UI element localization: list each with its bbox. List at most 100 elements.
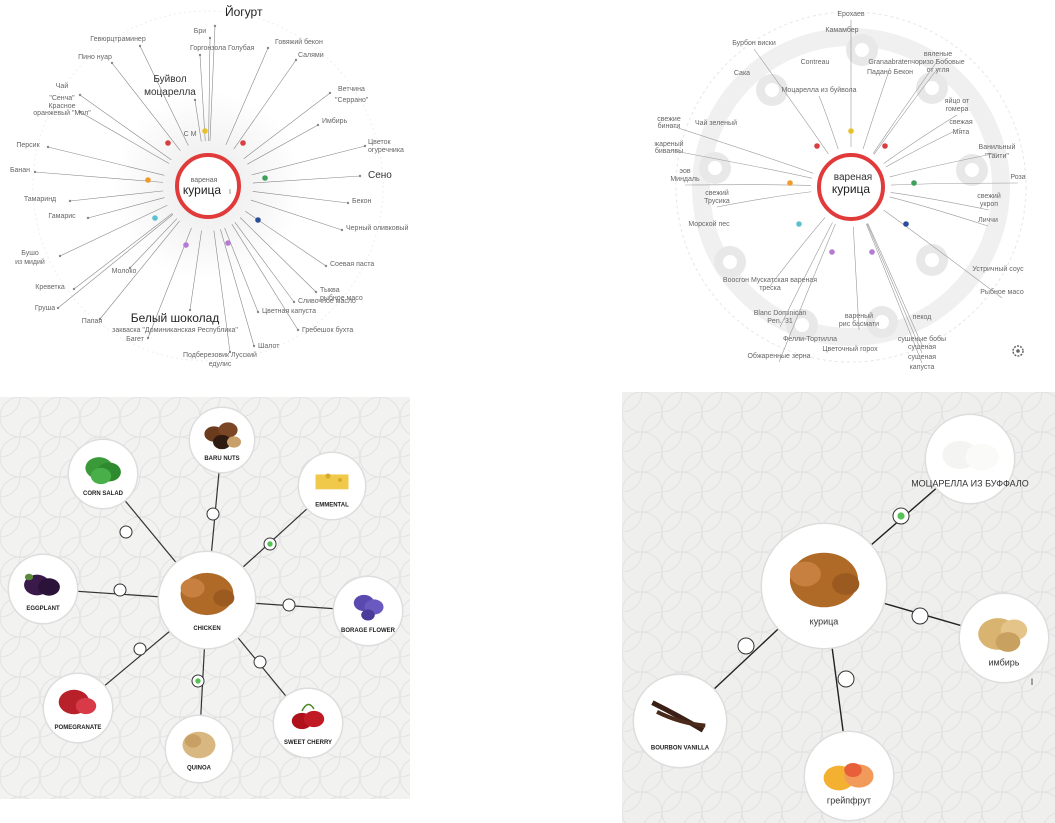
- connector-line: [239, 217, 317, 293]
- flavor-label: жареный: [654, 140, 683, 148]
- category-dot[interactable]: [183, 242, 189, 248]
- category-dot[interactable]: [262, 175, 268, 181]
- settings-gear-icon[interactable]: [1012, 345, 1024, 357]
- category-dot[interactable]: [202, 128, 208, 134]
- connector-line: [889, 196, 989, 227]
- connector-node[interactable]: [206, 507, 220, 521]
- category-dot[interactable]: [903, 221, 909, 227]
- category-dot[interactable]: [255, 217, 261, 223]
- connector-node[interactable]: [253, 655, 267, 669]
- connector-node[interactable]: [113, 583, 127, 597]
- connector-end-dot: [98, 317, 102, 321]
- flavor-label: Бурбон виски: [732, 39, 776, 47]
- gear-icon[interactable]: [1012, 345, 1024, 357]
- connector-node[interactable]: [133, 642, 147, 656]
- connector-end-dot: [358, 174, 362, 178]
- category-dot[interactable]: [848, 128, 854, 134]
- flavor-label: Пино нуар: [78, 54, 112, 61]
- category-dot[interactable]: [152, 215, 158, 221]
- connector-line: [865, 223, 923, 364]
- connector-line: [668, 124, 814, 174]
- mozzarella-image: [942, 440, 999, 471]
- category-dot[interactable]: [869, 249, 875, 255]
- category-dot[interactable]: [814, 143, 820, 149]
- flavor-label: Красное: [48, 103, 75, 110]
- flavor-label: из мидий: [15, 258, 45, 266]
- connector-line: [57, 214, 174, 309]
- connector-line: [883, 114, 958, 164]
- connector-line: [73, 213, 173, 290]
- connector-line: [129, 218, 178, 269]
- center-node-ring[interactable]: [817, 153, 885, 221]
- connector-node[interactable]: [737, 637, 755, 655]
- vanilla-image: [651, 700, 706, 733]
- category-icon-glyph: [925, 81, 939, 95]
- center-title: курица: [832, 182, 871, 196]
- category-dot[interactable]: [829, 249, 835, 255]
- connector-line: [684, 184, 812, 186]
- center-node-ring[interactable]: [175, 153, 241, 219]
- connector-line: [885, 127, 962, 168]
- flavor-label: Буйвол: [153, 74, 186, 85]
- connector-end-dot: [78, 93, 82, 97]
- category-dot[interactable]: [165, 140, 171, 146]
- flavor-label: "Таити": [985, 153, 1009, 160]
- flavor-label: рыбное масо: [320, 294, 363, 302]
- flavor-label: Чай зеленый: [695, 119, 737, 127]
- ingredient-node-label: МОЦАРЕЛЛА ИЗ БУФФАЛО: [911, 478, 1029, 488]
- flavor-label: Устричный соус: [972, 265, 1024, 273]
- category-icon-glyph: [855, 43, 869, 57]
- connector-end-dot: [316, 123, 320, 127]
- flavor-label: укроп: [980, 201, 998, 208]
- food-shape: [24, 573, 34, 581]
- connector-end-dot: [46, 145, 50, 149]
- connector-line: [208, 37, 211, 142]
- category-dot[interactable]: [911, 180, 917, 186]
- category-dot[interactable]: [240, 140, 246, 146]
- flavor-label: эов: [679, 168, 691, 175]
- flavor-label: Багет: [126, 336, 145, 343]
- text-cursor: I: [229, 189, 231, 196]
- flavor-label: Морской пес: [688, 220, 730, 228]
- connector-line: [778, 223, 836, 363]
- flavor-label: Имбирь: [322, 117, 348, 125]
- connector-node[interactable]: [282, 598, 296, 612]
- flavor-label: Тамаринд: [24, 196, 56, 203]
- cherry-image: [291, 703, 325, 730]
- category-icon-glyph: [708, 161, 722, 175]
- category-dot[interactable]: [787, 180, 793, 186]
- connector-line: [769, 217, 826, 287]
- connector-line: [753, 48, 829, 155]
- connector-node[interactable]: [119, 525, 133, 539]
- cheese-image: [315, 473, 349, 490]
- category-dot[interactable]: [225, 240, 231, 246]
- connector-line: [234, 221, 295, 303]
- category-icon-glyph: [795, 318, 809, 332]
- connector-line: [890, 192, 990, 211]
- category-dot[interactable]: [796, 221, 802, 227]
- flavor-label: Ерохаев: [837, 11, 865, 18]
- connector-end-dot: [68, 199, 72, 203]
- category-dot[interactable]: [882, 143, 888, 149]
- ingredient-node-label: SWEET CHERRY: [284, 740, 332, 746]
- connector-end-dot: [346, 201, 350, 205]
- connector-node[interactable]: [837, 670, 855, 688]
- flavor-label: сушеная: [908, 344, 936, 351]
- connector-node[interactable]: [911, 607, 929, 625]
- food-shape: [995, 632, 1021, 652]
- category-dot[interactable]: [145, 177, 151, 183]
- flavor-label: Воосгон Мускатская вареная: [723, 277, 817, 284]
- grapefruit-image: [823, 762, 874, 791]
- connector-line: [247, 124, 319, 165]
- connector-line: [87, 197, 165, 219]
- flavor-label: моцарелла: [144, 87, 196, 98]
- food-shape: [338, 478, 342, 482]
- flavor-label: Сливочное масло: [298, 298, 356, 305]
- flavor-label: вареный: [845, 312, 873, 320]
- ingredient-node-label: BOURBON VANILLA: [651, 746, 710, 752]
- connector-end-dot: [198, 53, 202, 57]
- flavor-label: бивалвы: [655, 147, 683, 155]
